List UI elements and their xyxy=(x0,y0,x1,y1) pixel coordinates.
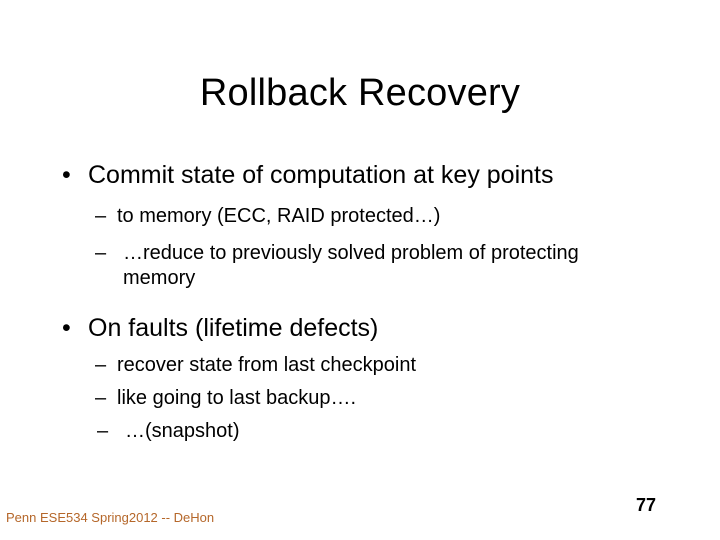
bullet-marker-dot: • xyxy=(62,161,71,189)
sub-bullet-label: recover state from last checkpoint xyxy=(117,354,417,376)
sub-bullet-item-snapshot: – …(snapshot) xyxy=(0,419,720,444)
page-title: Rollback Recovery xyxy=(199,72,521,114)
bullet-marker-dash: – xyxy=(95,354,107,376)
sub-bullet-label: …reduce to previously solved problem of … xyxy=(123,242,579,289)
sub-bullet-label: …(snapshot) xyxy=(125,420,240,442)
sub-bullet-item-recover-state: – recover state from last checkpoint xyxy=(0,353,720,378)
slide-footer: Penn ESE534 Spring2012 -- DeHon xyxy=(6,510,215,525)
bullet-marker-dash: – xyxy=(97,420,109,442)
sub-bullet-label: like going to last backup…. xyxy=(117,387,357,409)
sub-bullet-item-like-backup: – like going to last backup…. xyxy=(0,386,720,411)
spacer xyxy=(0,343,720,353)
bullet-label: On faults (lifetime defects) xyxy=(88,314,379,342)
bullet-marker-dash: – xyxy=(95,242,107,264)
spacer xyxy=(0,378,720,386)
sub-bullet-item-to-memory: – to memory (ECC, RAID protected…) xyxy=(0,204,720,229)
bullet-item-commit-state: • Commit state of computation at key poi… xyxy=(0,160,720,190)
bullet-marker-dash: – xyxy=(95,205,107,227)
slide-body: • Commit state of computation at key poi… xyxy=(0,160,720,444)
bullet-item-on-faults: • On faults (lifetime defects) xyxy=(0,313,720,343)
bullet-marker-dot: • xyxy=(62,314,71,342)
page-number: 77 xyxy=(636,495,657,515)
spacer xyxy=(0,229,720,241)
spacer xyxy=(0,411,720,419)
bullet-marker-dash: – xyxy=(95,387,107,409)
sub-bullet-label: to memory (ECC, RAID protected…) xyxy=(117,205,441,227)
spacer xyxy=(0,291,720,313)
spacer xyxy=(0,190,720,204)
bullet-label: Commit state of computation at key point… xyxy=(88,161,554,189)
sub-bullet-item-reduce-problem: – …reduce to previously solved problem o… xyxy=(0,241,720,291)
